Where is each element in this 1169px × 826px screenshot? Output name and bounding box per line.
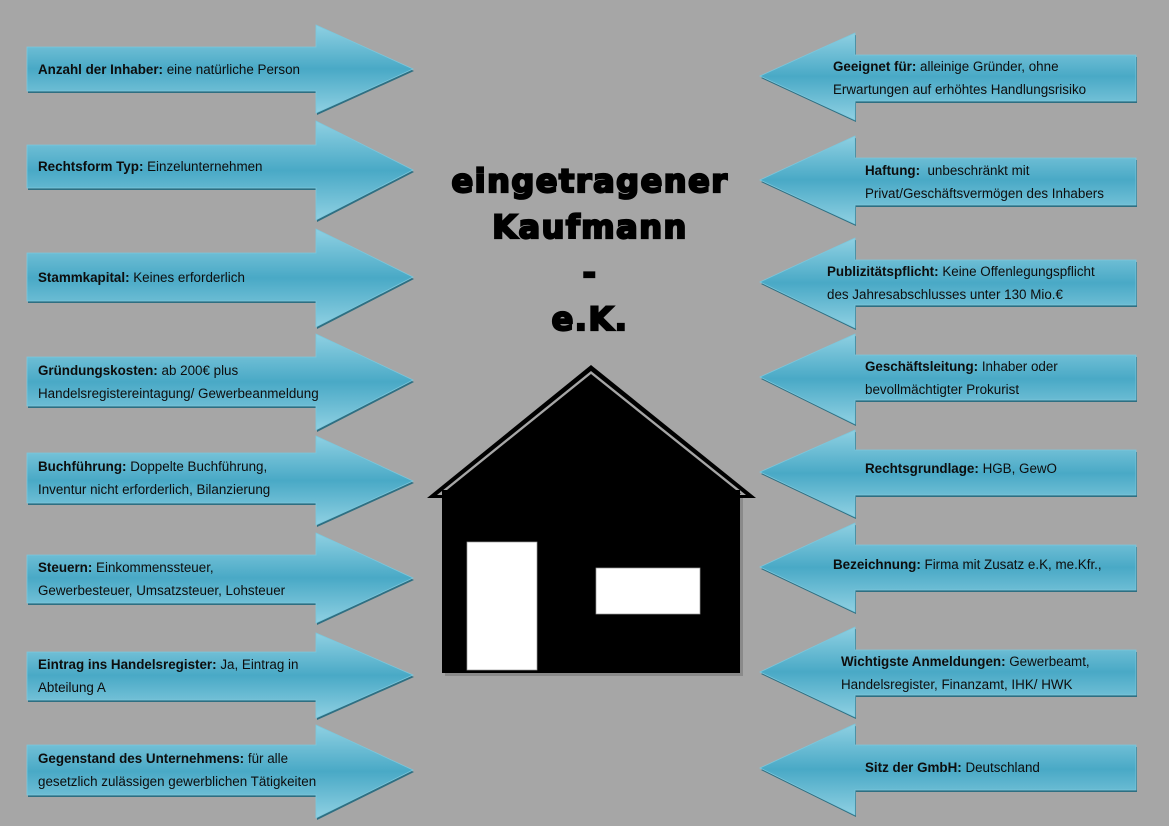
arrow-value: Einkommenssteuer, xyxy=(92,560,214,575)
arrow-label: Stammkapital: xyxy=(38,269,130,285)
arrow-value: Deutschland xyxy=(961,760,1040,775)
arrow-value: unbeschränkt mit xyxy=(920,162,1030,178)
title-line-1: eingetragener xyxy=(450,161,729,201)
arrow-left-shape xyxy=(759,626,1137,718)
arrow-right-shape xyxy=(26,228,414,328)
arrow-value: Gewerbeamt, xyxy=(1005,653,1090,669)
arrow-value-line2: Handelsregistereintagung/ Gewerbeanmeldu… xyxy=(38,385,319,401)
arrow-label: Rechtsgrundlage: xyxy=(865,460,979,476)
arrow-right-shape xyxy=(26,120,414,221)
arrow-value-line2: Inventur nicht erforderlich, Bilanzierun… xyxy=(38,482,271,497)
arrow-value-line2: des Jahresabschlusses unter 130 Mio.€ xyxy=(827,286,1063,302)
arrow-value: HGB, GewO xyxy=(978,460,1057,476)
arrow-left-shape xyxy=(759,429,1137,518)
arrow-value-line2: gesetzlich zulässigen gewerblichen Tätig… xyxy=(38,774,317,789)
arrow-label: Anzahl der Inhaber: xyxy=(38,61,163,77)
arrow-value: Einzelunternehmen xyxy=(143,159,263,174)
arrow-label: Rechtsform Typ: xyxy=(38,159,144,174)
arrow-value: Inhaber oder xyxy=(978,358,1058,374)
arrow-value: Firma mit Zusatz e.K, me.Kfr., xyxy=(920,556,1102,572)
arrow-right-shape xyxy=(26,632,414,719)
arrow-label: Gegenstand des Unternehmens: xyxy=(38,751,245,766)
title-line-3: - xyxy=(582,253,598,293)
arrow-left-shape xyxy=(759,333,1137,425)
arrow-label: Gründungskosten: xyxy=(38,362,158,378)
arrow-label: Buchführung: xyxy=(38,459,127,474)
arrow-label: Steuern: xyxy=(38,560,93,575)
arrow-value: für alle xyxy=(244,751,289,766)
arrow-label: Haftung: xyxy=(865,162,921,178)
house-roof xyxy=(442,374,741,494)
arrow-value-line2: bevollmächtigter Prokurist xyxy=(865,381,1020,397)
arrow-left-shape xyxy=(759,723,1137,816)
arrow-label: Publizitätspflicht: xyxy=(827,263,939,279)
arrow-label: Bezeichnung: xyxy=(833,556,921,572)
arrow-right-shape xyxy=(26,435,414,526)
arrow-left-shape xyxy=(759,522,1137,613)
arrow-label: Sitz der GmbH: xyxy=(865,760,962,775)
diagram-title: eingetragener Kaufmann - e.K. xyxy=(395,158,785,342)
arrow-left-shape xyxy=(759,237,1137,329)
arrow-right-shape xyxy=(26,24,414,114)
arrow-value-line2: Handelsregister, Finanzamt, IHK/ HWK xyxy=(841,676,1073,692)
arrow-label: Geschäftsleitung: xyxy=(865,358,979,374)
arrow-value-line2: Erwartungen auf erhöhtes Handlungsrisiko xyxy=(833,82,1087,97)
arrow-right-shape xyxy=(26,724,414,819)
arrow-value: Keines erforderlich xyxy=(129,269,245,285)
title-line-2: Kaufmann xyxy=(491,207,688,247)
house-window xyxy=(595,567,701,615)
arrow-label: Wichtigste Anmeldungen: xyxy=(841,653,1006,669)
arrow-value: ab 200€ plus xyxy=(157,362,239,378)
arrow-value: Doppelte Buchführung, xyxy=(126,459,268,474)
arrow-left-shape xyxy=(759,135,1137,225)
house-door xyxy=(466,541,538,671)
arrow-right-shape xyxy=(26,333,414,431)
arrow-value: alleinige Gründer, ohne xyxy=(916,59,1059,74)
arrow-label: Geeignet für: xyxy=(833,59,917,74)
arrow-value-line2: Abteilung A xyxy=(38,680,106,695)
arrow-value-line2: Gewerbesteuer, Umsatzsteuer, Lohsteuer xyxy=(38,583,286,598)
arrow-left-shape xyxy=(759,32,1137,121)
arrow-value: Keine Offenlegungspflicht xyxy=(938,263,1095,279)
arrow-value: eine natürliche Person xyxy=(163,61,300,77)
arrow-value-line2: Privat/Geschäftsvermögen des Inhabers xyxy=(865,185,1104,201)
arrow-value: Ja, Eintrag in xyxy=(216,657,299,672)
title-line-4: e.K. xyxy=(550,299,629,339)
arrow-right-shape xyxy=(26,532,414,624)
arrow-label: Eintrag ins Handelsregister: xyxy=(38,657,217,672)
